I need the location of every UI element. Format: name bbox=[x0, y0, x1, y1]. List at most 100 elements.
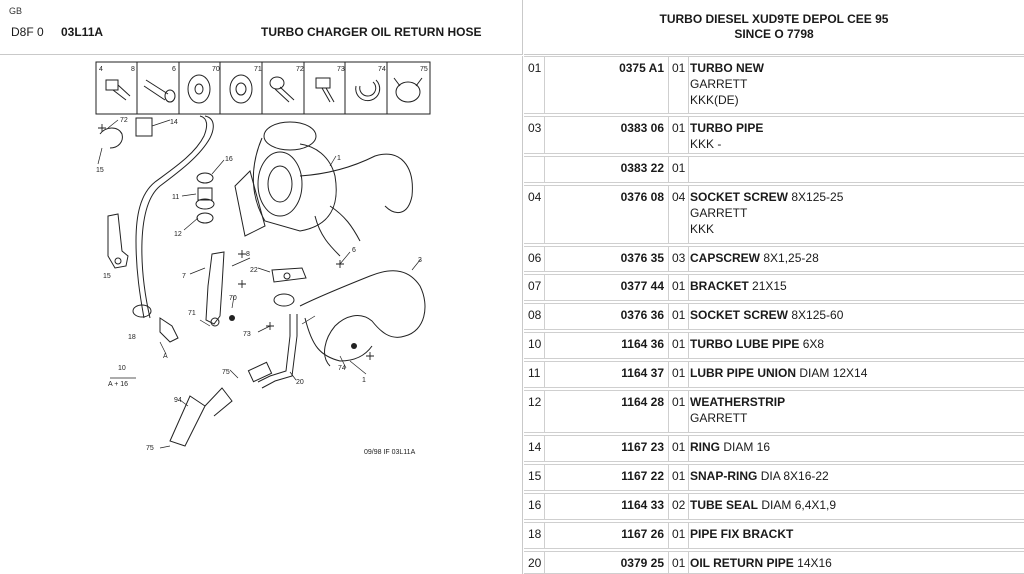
part-reference: 1164 36 bbox=[545, 333, 669, 358]
callout: A bbox=[163, 353, 168, 360]
part-reference: 0375 A1 bbox=[545, 57, 669, 113]
part-index: 15 bbox=[524, 465, 545, 490]
part-spec: DIA 8X16-22 bbox=[760, 469, 829, 483]
part-quantity: 01 bbox=[669, 523, 689, 548]
part-index: 07 bbox=[524, 275, 545, 300]
turbocharger-body bbox=[234, 121, 413, 257]
part-reference: 1167 22 bbox=[545, 465, 669, 490]
kit-icon-washer-71 bbox=[229, 74, 253, 104]
part-description: OIL RETURN PIPE 14X16 bbox=[690, 552, 832, 571]
part-index: 01 bbox=[524, 57, 545, 113]
hose-94 bbox=[169, 361, 273, 447]
part-reference: 1167 23 bbox=[545, 436, 669, 461]
part-spec: 8X1,25-28 bbox=[763, 251, 819, 265]
callout: 70 bbox=[229, 295, 237, 302]
part-index: 16 bbox=[524, 494, 545, 519]
fix-points bbox=[98, 124, 374, 360]
kit-number: 71 bbox=[254, 66, 262, 73]
fitting-22 bbox=[271, 267, 307, 307]
fix-dot bbox=[351, 343, 357, 349]
part-reference: 0376 36 bbox=[545, 304, 669, 329]
kit-number: 72 bbox=[296, 66, 304, 73]
part-reference: 0376 35 bbox=[545, 247, 669, 271]
callout: 16 bbox=[225, 156, 233, 163]
part-variant: GARRETT bbox=[690, 77, 748, 91]
callout-leaders bbox=[97, 119, 421, 449]
part-reference: 1164 37 bbox=[545, 362, 669, 387]
part-description: RING DIAM 16 bbox=[690, 436, 770, 455]
callout: 75 bbox=[146, 445, 154, 452]
callout: 15 bbox=[96, 167, 104, 174]
part-spec: 14X16 bbox=[797, 556, 832, 570]
part-variant: KKK - bbox=[690, 137, 722, 151]
part-description: TURBO LUBE PIPE 6X8 bbox=[690, 333, 824, 352]
engine-code: D8F 0 bbox=[11, 25, 44, 39]
fraction-top: 10 bbox=[118, 365, 126, 372]
kit-number: 74 bbox=[378, 66, 386, 73]
kit-strip-frame bbox=[95, 61, 431, 115]
part-variant: GARRETT bbox=[690, 411, 748, 425]
callout: 14 bbox=[170, 119, 178, 126]
part-name: SOCKET SCREW bbox=[690, 308, 789, 322]
part-quantity: 01 bbox=[669, 552, 689, 573]
part-name: TUBE SEAL bbox=[690, 498, 759, 512]
kit-number: 8 bbox=[131, 66, 135, 73]
part-name: WEATHERSTRIP bbox=[690, 395, 786, 409]
vehicle-header: TURBO DIESEL XUD9TE DEPOL CEE 95 SINCE O… bbox=[524, 0, 1024, 55]
part-quantity: 01 bbox=[669, 333, 689, 358]
kit-numbers: 4 8 6 70 71 72 73 74 75 bbox=[99, 66, 428, 73]
callout: 6 bbox=[352, 247, 356, 254]
kit-icon-capscrew bbox=[143, 79, 176, 103]
part-spec: DIAM 12X14 bbox=[799, 366, 868, 380]
part-quantity: 04 bbox=[669, 186, 689, 243]
part-index: 04 bbox=[524, 186, 545, 243]
callout: 8 bbox=[246, 251, 250, 258]
part-index: 08 bbox=[524, 304, 545, 329]
part-reference: 1164 33 bbox=[545, 494, 669, 519]
part-quantity: 01 bbox=[669, 275, 689, 300]
turbo-lube-pipe-10 bbox=[135, 115, 214, 319]
part-quantity: 01 bbox=[669, 157, 689, 182]
header-left: GB D8F 0 03L11A TURBO CHARGER OIL RETURN… bbox=[0, 0, 523, 55]
part-spec: DIAM 16 bbox=[723, 440, 771, 454]
seal-a bbox=[132, 304, 179, 343]
part-variant: GARRETT bbox=[690, 206, 748, 220]
part-index: 12 bbox=[524, 391, 545, 432]
diagram-plate-ref: 09/98 IF 03L11A bbox=[364, 449, 416, 456]
callout: 7 bbox=[182, 273, 186, 280]
part-name: PIPE FIX BRACKT bbox=[690, 527, 794, 541]
vehicle-line-2: SINCE O 7798 bbox=[734, 27, 814, 41]
part-reference: 0376 08 bbox=[545, 186, 669, 243]
kit-icon-clip-74 bbox=[355, 79, 381, 102]
part-index: 14 bbox=[524, 436, 545, 461]
kit-number: 70 bbox=[212, 66, 220, 73]
part-quantity: 01 bbox=[669, 391, 689, 432]
part-name: TURBO NEW bbox=[690, 61, 764, 75]
callout: 15 bbox=[103, 273, 111, 280]
part-index: 10 bbox=[524, 333, 545, 358]
kit-strip-cells bbox=[136, 62, 388, 114]
fix-dot bbox=[229, 315, 235, 321]
part-spec: 21X15 bbox=[752, 279, 787, 293]
kit-icon-clamp-75 bbox=[393, 77, 423, 103]
part-reference: 1164 28 bbox=[545, 391, 669, 432]
part-index: 03 bbox=[524, 117, 545, 153]
part-quantity: 01 bbox=[669, 436, 689, 461]
callout: 71 bbox=[188, 310, 196, 317]
callout: 12 bbox=[174, 231, 182, 238]
part-variant: KKK bbox=[690, 222, 715, 236]
callout: 20 bbox=[296, 379, 304, 386]
